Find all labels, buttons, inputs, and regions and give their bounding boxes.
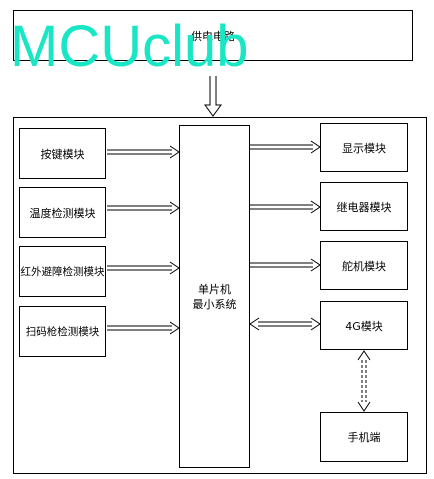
scanner-detection-block: 扫码枪检测模块	[19, 306, 106, 357]
display-module-block: 显示模块	[320, 123, 408, 172]
mcu-label-line2: 最小系统	[192, 297, 237, 311]
display-module-label: 显示模块	[342, 141, 386, 155]
relay-module-block: 继电器模块	[320, 182, 408, 231]
system-boundary	[13, 117, 427, 474]
mcu-minimum-system-block: 单片机 最小系统	[179, 125, 250, 468]
key-module-label: 按键模块	[40, 147, 85, 161]
key-module-block: 按键模块	[19, 128, 106, 179]
temperature-detection-label: 温度检测模块	[29, 206, 96, 220]
power-supply-label: 供电电路	[191, 29, 235, 43]
4g-module-block: 4G模块	[320, 301, 408, 350]
mobile-phone-block: 手机端	[320, 412, 408, 462]
power-to-system-arrow	[204, 76, 222, 117]
servo-module-block: 舵机模块	[320, 241, 408, 290]
infrared-obstacle-block: 红外避障检测模块	[19, 246, 106, 297]
mobile-phone-label: 手机端	[347, 431, 381, 444]
infrared-obstacle-label: 红外避障检测模块	[20, 266, 105, 278]
mcu-label-line1: 单片机	[198, 282, 231, 296]
scanner-detection-label: 扫码枪检测模块	[25, 326, 100, 338]
4g-module-label: 4G模块	[345, 319, 383, 333]
temperature-detection-block: 温度检测模块	[19, 187, 106, 238]
relay-module-label: 继电器模块	[336, 200, 392, 214]
servo-module-label: 舵机模块	[342, 259, 386, 273]
power-supply-block: 供电电路	[13, 10, 413, 61]
